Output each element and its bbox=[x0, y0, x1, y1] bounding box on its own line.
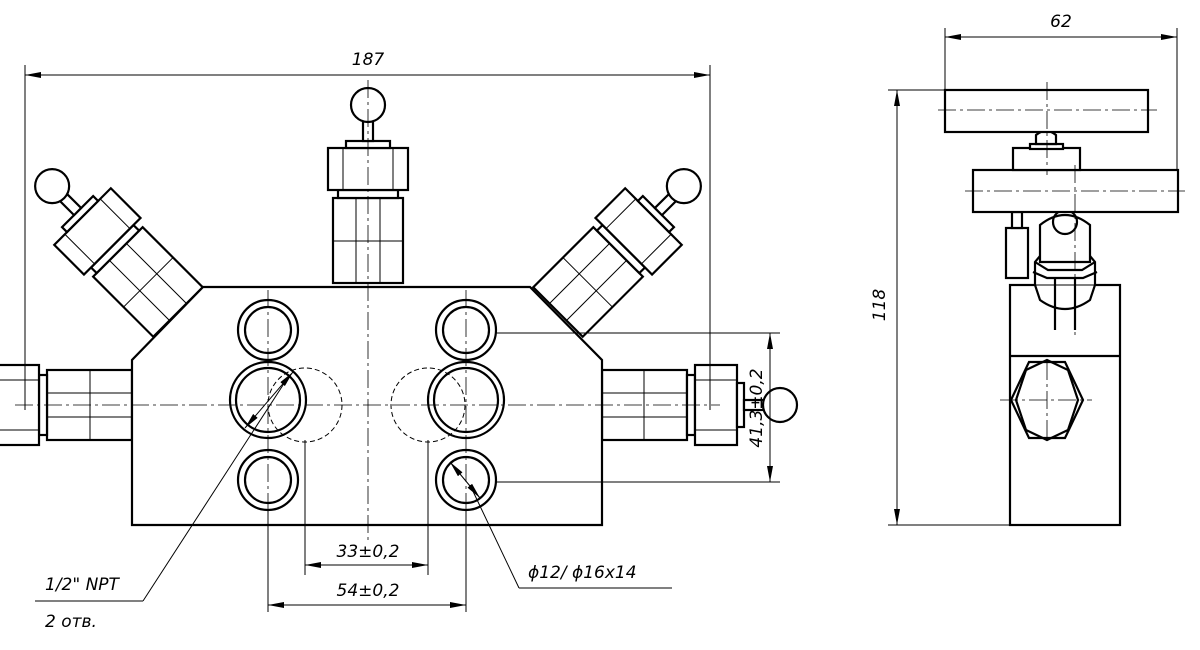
dim-outer-spacing: 54±0,2 bbox=[267, 510, 467, 612]
svg-text:62: 62 bbox=[1050, 12, 1072, 32]
svg-text:187: 187 bbox=[352, 50, 385, 70]
side-view: 62 118 bbox=[870, 12, 1185, 527]
dim-side-height: 118 bbox=[870, 89, 1010, 526]
manifold-body bbox=[130, 285, 604, 527]
thread-leader: 1/2" NPT 2 отв. bbox=[35, 371, 294, 632]
svg-text:41,3±0,2: 41,3±0,2 bbox=[747, 368, 767, 447]
dim-inner-spacing: 33±0,2 bbox=[304, 440, 429, 575]
upper-handle bbox=[943, 88, 1150, 134]
front-view: 187 41,3±0,2 33±0,2 54±0,2 1/2" NPT 2 от… bbox=[0, 50, 799, 632]
dim-overall-width: 187 bbox=[24, 50, 711, 410]
svg-text:54±0,2: 54±0,2 bbox=[337, 581, 400, 601]
svg-text:ϕ12/ ϕ16x14: ϕ12/ ϕ16x14 bbox=[528, 563, 637, 583]
svg-text:33±0,2: 33±0,2 bbox=[337, 542, 400, 562]
hole-leader: ϕ12/ ϕ16x14 bbox=[449, 461, 672, 589]
svg-text:1/2" NPT: 1/2" NPT bbox=[45, 575, 121, 595]
svg-text:2 отв.: 2 отв. bbox=[45, 612, 97, 632]
dim-side-width: 62 bbox=[944, 12, 1178, 170]
side-body bbox=[1008, 283, 1122, 527]
dim-vertical-spacing: 41,3±0,2 bbox=[496, 332, 780, 483]
svg-text:118: 118 bbox=[870, 289, 890, 322]
